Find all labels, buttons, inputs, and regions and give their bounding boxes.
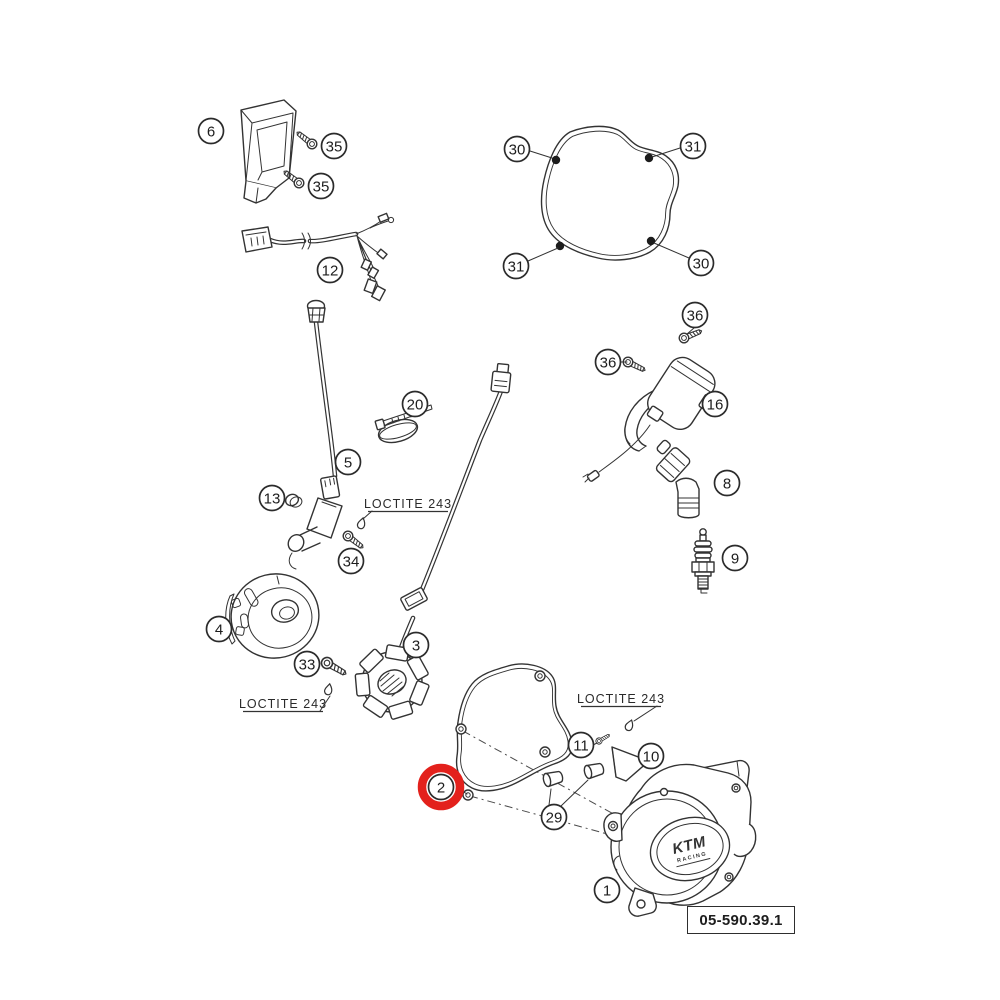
callout-36[interactable]: 36 [681, 301, 709, 329]
svg-text:9: 9 [731, 550, 739, 567]
part-pickup-cable [287, 299, 343, 570]
part-engine-cover: KTM RACING [603, 759, 757, 917]
gasket-bolt-dot [644, 153, 654, 163]
callout-6[interactable]: 6 [197, 117, 225, 145]
loctite-drop [323, 682, 334, 696]
loctite-drop [623, 718, 636, 733]
callout-13[interactable]: 13 [258, 484, 286, 512]
svg-text:5: 5 [344, 454, 352, 471]
svg-text:20: 20 [407, 396, 424, 413]
svg-text:11: 11 [573, 737, 589, 754]
callout-30[interactable]: 30 [503, 135, 531, 163]
callout-8[interactable]: 8 [713, 469, 741, 497]
svg-text:LOCTITE 243: LOCTITE 243 [239, 697, 327, 711]
svg-text:29: 29 [546, 809, 563, 826]
callout-9[interactable]: 9 [721, 544, 749, 572]
callout-1[interactable]: 1 [593, 876, 621, 904]
svg-text:6: 6 [207, 123, 215, 140]
screw-35 [293, 127, 320, 152]
part-wiring-harness [241, 212, 395, 302]
part-ignition-coil [582, 356, 716, 483]
svg-text:LOCTITE 243: LOCTITE 243 [364, 497, 452, 511]
part-spark-plug [691, 528, 715, 594]
svg-text:1: 1 [603, 882, 611, 899]
svg-text:16: 16 [707, 396, 724, 413]
screw-36 [620, 354, 648, 376]
svg-text:36: 36 [687, 307, 704, 324]
callout-11[interactable]: 11 [567, 731, 595, 759]
callout-12[interactable]: 12 [316, 256, 344, 284]
callout-5[interactable]: 5 [334, 448, 362, 476]
svg-text:4: 4 [215, 621, 223, 638]
svg-text:10: 10 [643, 748, 660, 765]
callout-35[interactable]: 35 [320, 132, 348, 160]
callout-16[interactable]: 16 [701, 390, 729, 418]
svg-text:2: 2 [437, 779, 445, 796]
adhesive-annotation: LOCTITE 243 [577, 692, 665, 708]
callout-20[interactable]: 20 [401, 390, 429, 418]
part-stator [354, 362, 512, 720]
part-cdi-unit [240, 99, 297, 204]
svg-text:33: 33 [299, 656, 316, 673]
adhesive-annotation: LOCTITE 243 [239, 697, 327, 713]
svg-text:34: 34 [343, 553, 360, 570]
svg-text:30: 30 [693, 255, 710, 272]
part-outer-gasket [540, 125, 680, 261]
svg-text:36: 36 [600, 354, 617, 371]
callout-3[interactable]: 3 [402, 631, 430, 659]
callout-35[interactable]: 35 [307, 172, 335, 200]
callout-33[interactable]: 33 [293, 650, 321, 678]
callout-30[interactable]: 30 [687, 249, 715, 277]
callout-36[interactable]: 36 [594, 348, 622, 376]
svg-text:13: 13 [264, 490, 281, 507]
svg-text:35: 35 [313, 178, 330, 195]
callout-31[interactable]: 31 [502, 252, 530, 280]
screw-33 [318, 654, 350, 680]
callout-34[interactable]: 34 [337, 547, 365, 575]
svg-text:3: 3 [412, 637, 420, 654]
callout-29[interactable]: 29 [540, 803, 568, 831]
svg-text:8: 8 [723, 475, 731, 492]
svg-text:LOCTITE 243: LOCTITE 243 [577, 692, 665, 706]
svg-text:35: 35 [326, 138, 343, 155]
leader-lines [319, 147, 695, 807]
svg-text:12: 12 [322, 262, 339, 279]
diagram-art: KTM RACING [225, 99, 757, 917]
loctite-drop [356, 516, 367, 530]
part-bracket [611, 746, 650, 782]
callout-10[interactable]: 10 [637, 742, 665, 770]
callout-4[interactable]: 4 [205, 615, 233, 643]
adhesive-annotation: LOCTITE 243 [364, 497, 452, 513]
svg-text:31: 31 [685, 138, 702, 155]
part-grommet [284, 493, 303, 508]
callout-2[interactable]: 2 [417, 763, 465, 811]
svg-text:31: 31 [508, 258, 525, 275]
svg-text:30: 30 [509, 141, 526, 158]
part-bushing [582, 761, 606, 780]
part-spark-plug-cap [655, 439, 700, 519]
gasket-bolt-dot [646, 236, 656, 246]
part-number-plate: 05-590.39.1 [687, 906, 795, 934]
gasket-bolt-dot [551, 155, 561, 165]
callout-31[interactable]: 31 [679, 132, 707, 160]
screw-36 [677, 325, 705, 345]
